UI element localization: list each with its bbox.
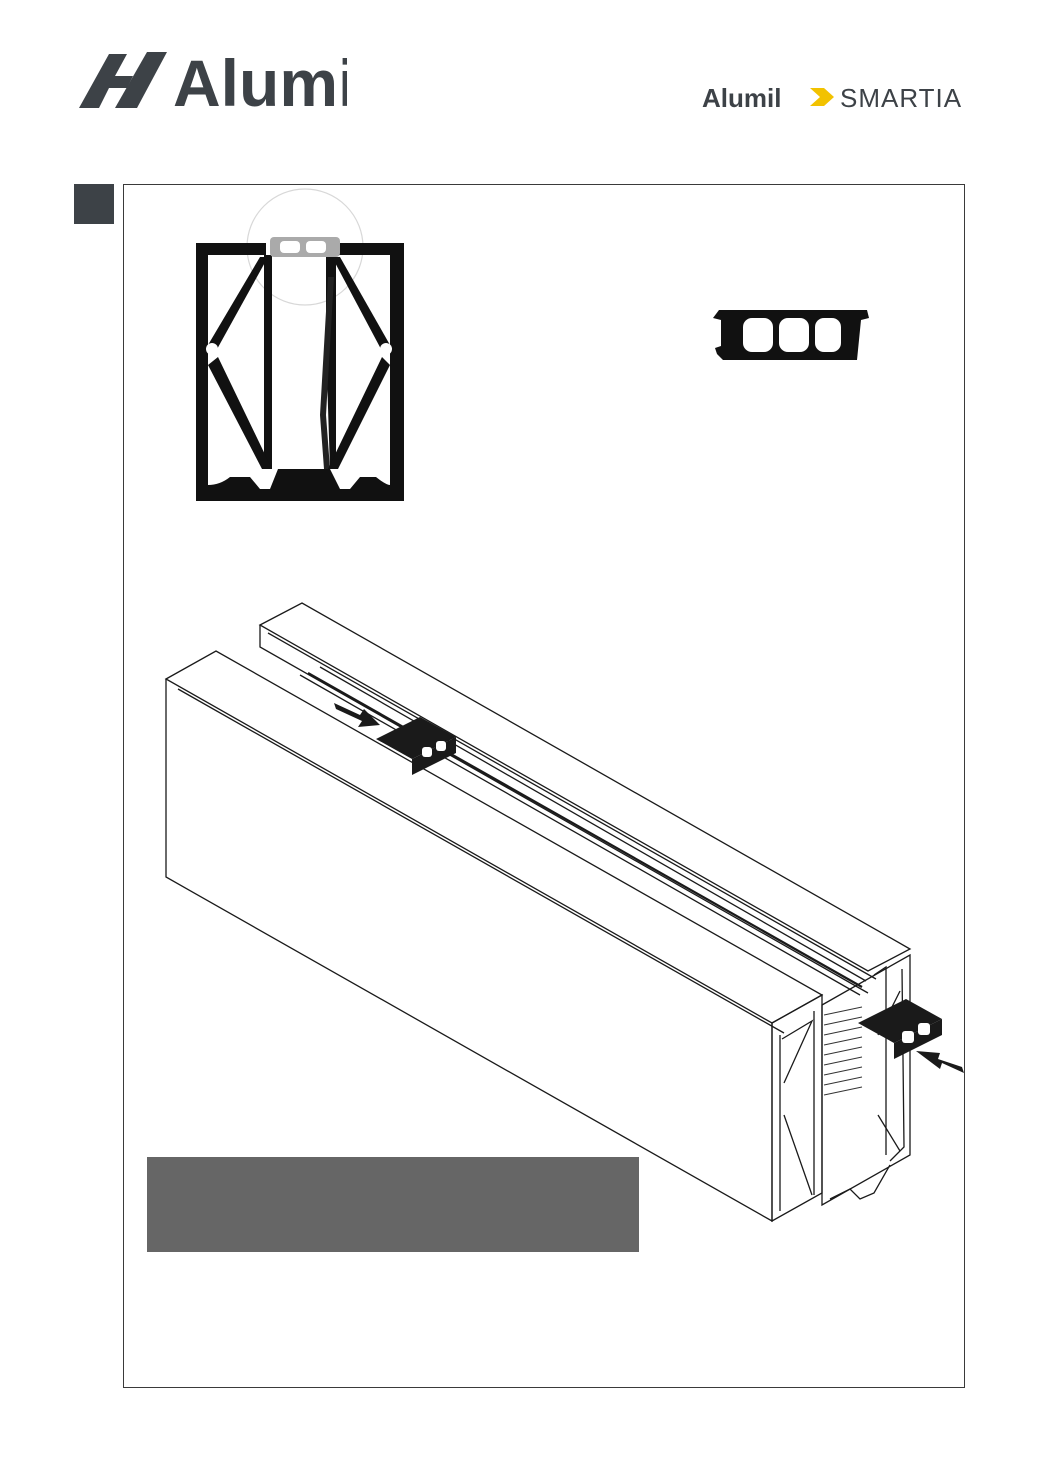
alumil-logo-mark	[79, 54, 133, 108]
chevron-right-icon	[810, 88, 834, 106]
gasket-piece-1-icon	[376, 717, 456, 775]
alumil-logo: Alumil	[79, 48, 347, 110]
alumil-logo-text: Alumil	[173, 48, 347, 110]
gasket-piece-2-icon	[858, 999, 942, 1059]
profile-section-icon	[196, 188, 404, 501]
profile-isometric-icon	[164, 602, 964, 1223]
instruction-frame	[123, 184, 965, 1388]
arrow-right-icon	[334, 703, 380, 727]
alumil-small-logo-text: Alumil	[702, 83, 781, 113]
gasket-grey-icon	[270, 237, 340, 257]
gasket-detail-icon	[713, 310, 869, 360]
arrow-left-icon	[916, 1051, 964, 1073]
smartia-logo-text: SMARTIA	[840, 83, 962, 113]
alumil-smartia-logo: Alumil SMARTIA	[702, 83, 962, 113]
step-marker	[74, 184, 114, 224]
note-box	[147, 1157, 639, 1252]
